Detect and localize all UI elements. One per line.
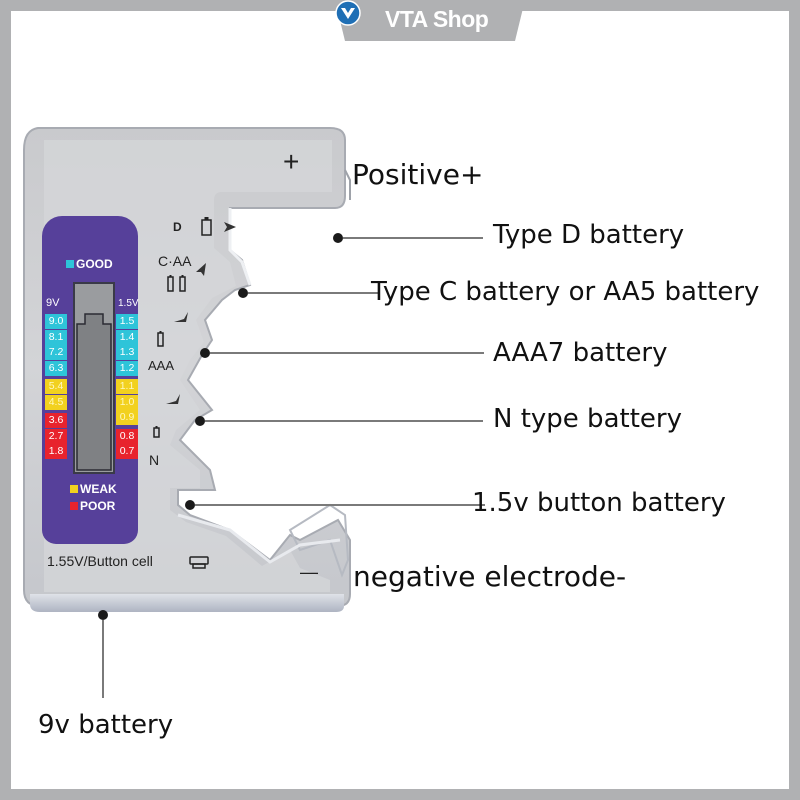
callout-positive: Positive+ [352,158,484,191]
callout-n-type: N type battery [493,404,682,434]
legend-weak: WEAK [70,482,117,496]
scale-left-cell: 2.7 [45,428,67,444]
scale-right-cell: 0.8 [116,428,138,444]
slot-label-n: N [149,452,160,468]
callout-line-n-type [205,420,483,422]
aaa-battery-icon [157,331,164,347]
slot-arrow-aaa [174,312,188,322]
poor-swatch [70,502,78,510]
scale-left-header: 9V [46,297,60,309]
scale-left-cell: 6.3 [45,360,67,376]
lcd-display [73,282,115,474]
callout-dot-aaa7 [200,348,210,358]
scale-left-cell: 8.1 [45,329,67,345]
positive-terminal-symbol: + [283,146,300,177]
good-swatch [66,260,74,268]
n-battery-icon [153,426,160,438]
callout-line-aaa7 [210,352,484,354]
callout-dot-n-type [195,416,205,426]
lcd-battery-outline [76,313,112,471]
callout-type-c-aa5: Type C battery or AA5 battery [371,277,760,307]
callout-type-d: Type D battery [493,220,685,250]
callout-dot-type-d [333,233,343,243]
callout-dot-button [185,500,195,510]
scale-right-cell: 0.7 [116,444,138,459]
callout-aaa7: AAA7 battery [493,338,668,368]
scale-right-cell: 1.2 [116,360,138,376]
callout-line-type-c [248,292,378,294]
brand-name: VTA Shop [385,6,489,32]
scale-left-cell: 7.2 [45,345,67,360]
legend-good: GOOD [66,257,113,271]
scale-left-cell: 9.0 [45,314,67,329]
c-aa-battery-icons [167,263,206,292]
weak-swatch [70,485,78,493]
legend-poor-label: POOR [80,499,116,513]
button-cell-label: 1.55V/Button cell [47,553,153,569]
legend-poor: POOR [70,499,115,513]
scale-right-header: 1.5V [118,298,139,309]
callout-negative: negative electrode- [353,560,627,593]
scale-left-cell: 4.5 [45,394,67,410]
negative-terminal-symbol: — [300,562,318,582]
callout-9v-battery: 9v battery [38,710,174,740]
slot-label-aaa: AAA [148,358,175,373]
scale-right-cell: 1.4 [116,329,138,345]
callout-line-9v [102,620,104,698]
vta-logo-icon [335,0,361,26]
legend-weak-label: WEAK [80,482,117,496]
scale-left-cell: 5.4 [45,379,67,394]
callout-dot-9v [98,610,108,620]
brand-tab-shape [335,0,525,41]
scale-right-cell: 0.9 [116,410,138,425]
d-battery-icon [201,217,236,236]
scale-right-cell: 1.0 [116,394,138,410]
callout-line-type-d [343,237,483,239]
callout-line-button [195,504,485,506]
scale-left-cell: 1.8 [45,444,67,459]
slot-arrow-n [166,394,180,404]
scale-right-cell: 1.3 [116,345,138,360]
callout-dot-type-c [238,288,248,298]
slot-label-d: D [173,220,182,234]
scale-right-cell: 1.1 [116,379,138,394]
slot-label-c-aa: C·AA [158,253,192,269]
button-cell-icon [189,556,209,569]
callout-button-15v: 1.5v button battery [472,488,726,518]
brand-tab: VTA Shop [335,0,525,41]
scale-right-cell: 1.5 [116,314,138,329]
legend-good-label: GOOD [76,257,113,271]
scale-left-cell: 3.6 [45,413,67,428]
